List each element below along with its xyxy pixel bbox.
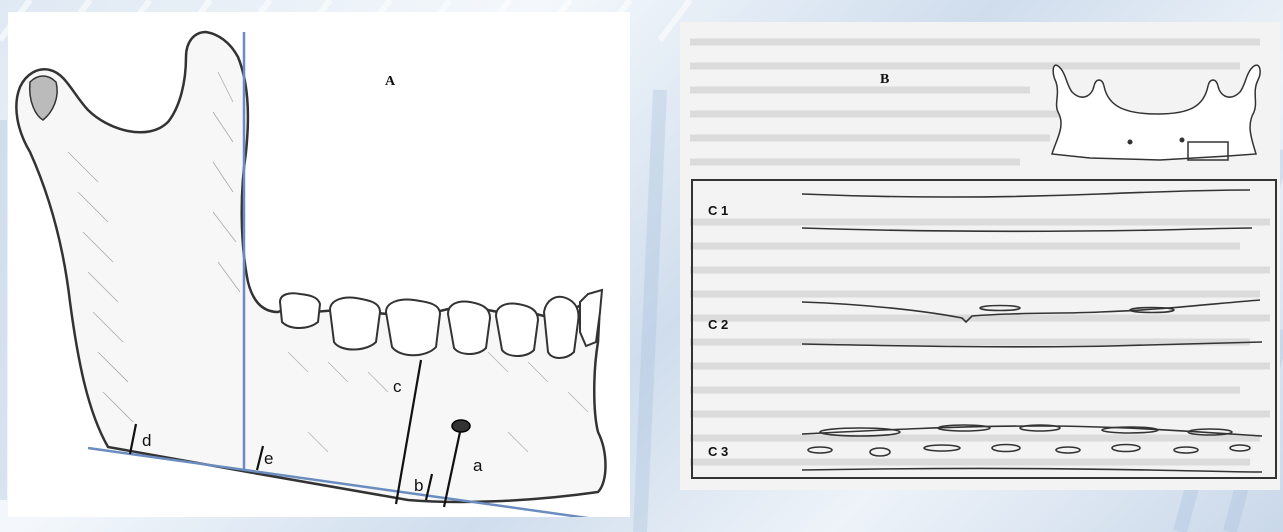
panel-a-mandible-lateral: A — [8, 12, 630, 517]
panel-a-letter: A — [385, 74, 395, 90]
tooth-molar-3 — [280, 293, 320, 328]
label-d: d — [142, 431, 151, 450]
panel-b-cross-sections: B — [680, 22, 1280, 490]
label-c2: C 2 — [708, 317, 728, 332]
tooth-canine — [544, 297, 579, 358]
label-e: e — [264, 449, 273, 468]
panel-b-letter: B — [880, 72, 889, 88]
label-c1: C 1 — [708, 203, 728, 218]
tooth-premolar-2 — [448, 302, 490, 355]
tooth-molar-2 — [330, 298, 380, 350]
label-c3: C 3 — [708, 444, 728, 459]
label-b: b — [414, 476, 423, 495]
tooth-premolar-1 — [496, 304, 538, 357]
faded-background-text — [690, 42, 1270, 462]
mandible-outline — [16, 32, 605, 502]
mandible-illustration: a b c d e — [8, 12, 630, 517]
label-c: c — [393, 377, 402, 396]
mental-foramen — [452, 420, 470, 432]
cross-section-illustration: C 1 C 2 C 3 — [680, 22, 1280, 490]
tooth-molar-1 — [386, 300, 440, 356]
label-a: a — [473, 456, 483, 475]
mandible-frontal-thumbnail — [1052, 65, 1260, 160]
